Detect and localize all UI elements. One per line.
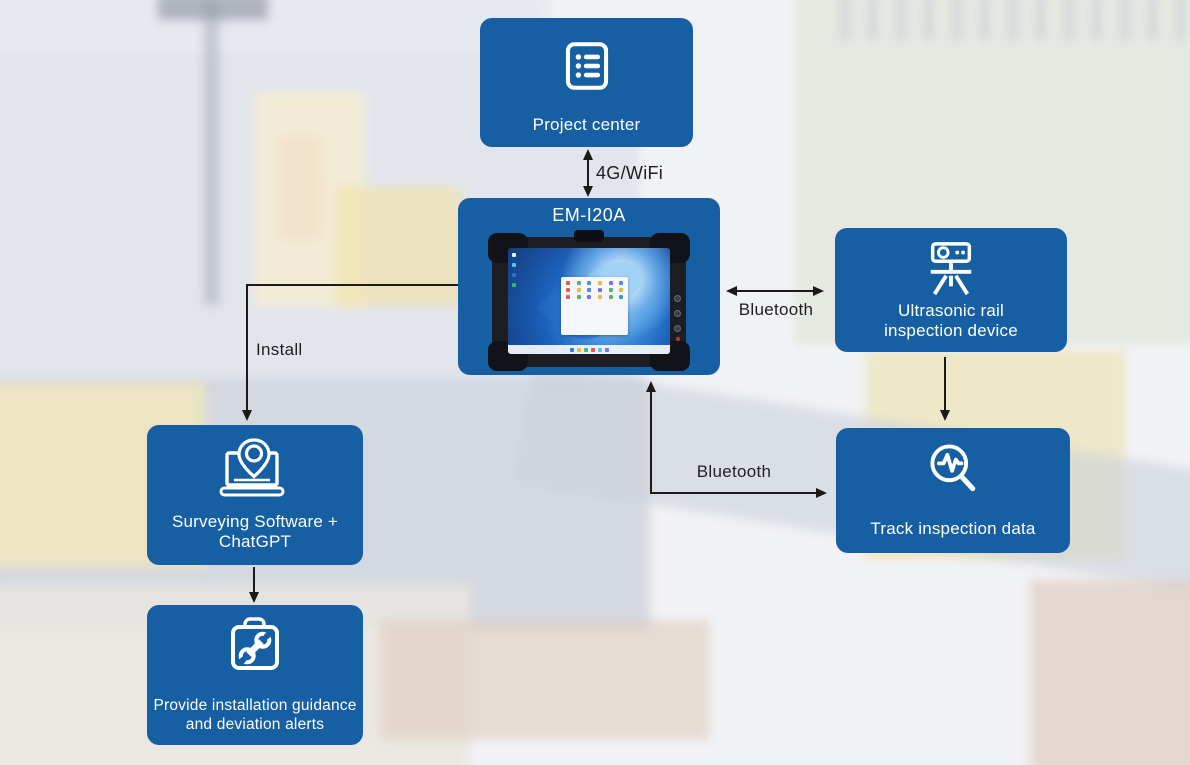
node-label: Project center	[532, 115, 641, 135]
tablet-screen	[508, 248, 670, 354]
background-rust-patch-right	[1030, 580, 1190, 765]
node-label-line1: Surveying Software +	[171, 511, 339, 531]
tripod-scanner-icon	[920, 240, 982, 296]
power-led	[676, 337, 680, 341]
edge-label-bluetooth-bottom: Bluetooth	[696, 462, 772, 481]
edge-label-4g-wifi: 4G/WiFi	[596, 163, 664, 183]
node-label: Provide installation guidance and deviat…	[153, 697, 356, 735]
node-ultrasonic-device: Ultrasonic rail inspection device	[835, 228, 1067, 352]
laptop-location-pin-icon	[218, 438, 292, 500]
background-rust-patch	[380, 620, 710, 740]
node-label: Surveying Software + ChatGPT	[172, 512, 338, 553]
list-icon	[558, 37, 616, 95]
start-menu-window	[561, 276, 628, 335]
node-em-i20a: EM-I20A	[458, 198, 720, 375]
desktop-icons	[512, 253, 516, 287]
node-project-center: Project center	[480, 18, 693, 147]
node-label-line2: and deviation alerts	[185, 716, 325, 734]
node-label-line1: Provide installation guidance	[153, 697, 357, 715]
edge-label-bluetooth-right: Bluetooth	[738, 300, 814, 319]
edge-label-install: Install	[256, 340, 303, 359]
node-title: EM-I20A	[552, 205, 626, 225]
rugged-tablet-image	[488, 230, 690, 371]
node-label-line1: Ultrasonic rail	[898, 300, 1004, 320]
node-label: Ultrasonic rail inspection device	[884, 301, 1018, 342]
toolbox-wrench-icon	[223, 614, 287, 676]
background-ballast-top	[0, 0, 550, 52]
background-fence	[840, 0, 1190, 40]
background-roof-silhouette	[158, 0, 268, 20]
node-installation-guidance: Provide installation guidance and deviat…	[147, 605, 363, 745]
node-track-inspection-data: Track inspection data	[836, 428, 1070, 553]
node-label-line2: ChatGPT	[218, 532, 292, 552]
side-buttons	[674, 295, 681, 332]
camera-cap	[574, 230, 604, 242]
waveform-magnifier-icon	[923, 438, 983, 498]
node-label-line2: inspection device	[884, 321, 1018, 341]
background-pole	[204, 0, 219, 305]
taskbar	[508, 345, 670, 354]
node-surveying-software: Surveying Software + ChatGPT	[147, 425, 363, 565]
node-label: Track inspection data	[870, 519, 1036, 539]
